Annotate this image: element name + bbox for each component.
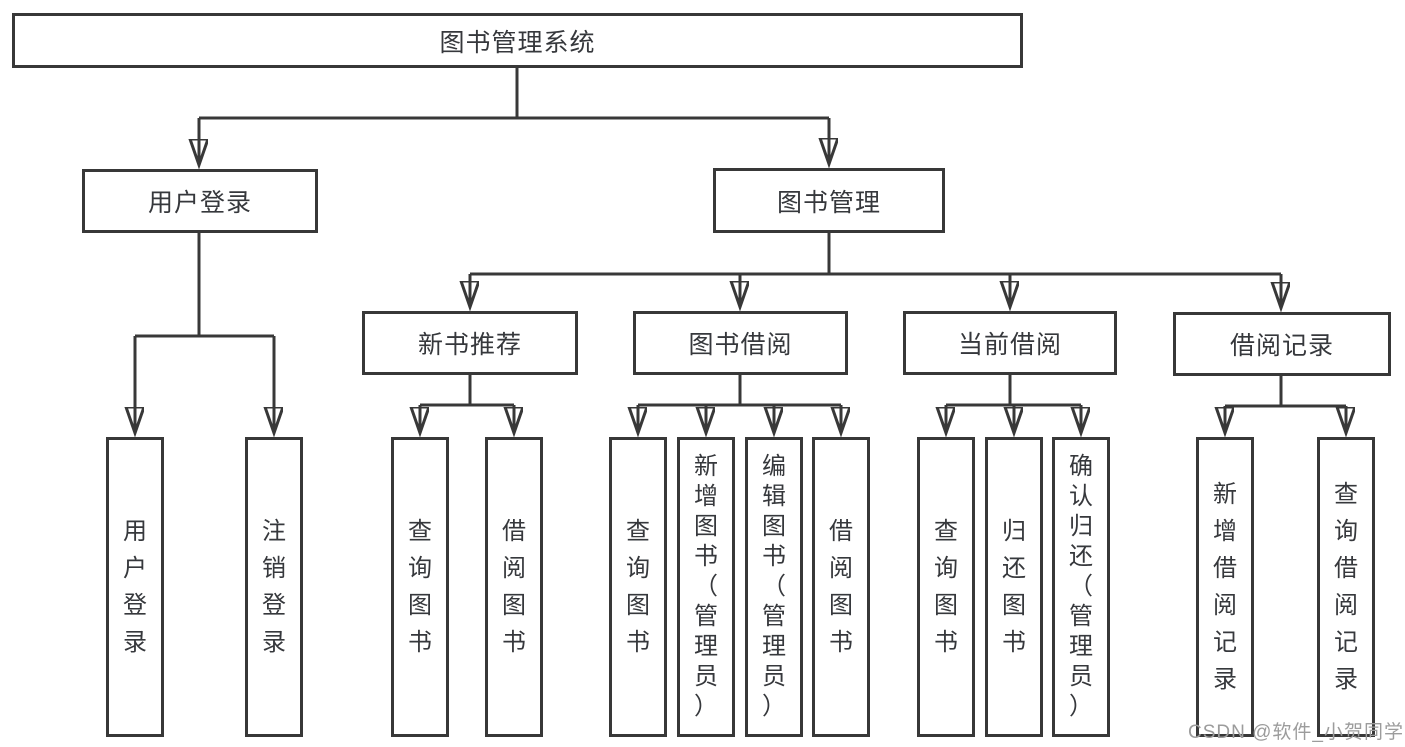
leaf-borrow-edit-books-admin: 编 辑 图 书 （ 管 理 员 ） [745, 437, 803, 737]
csdn-watermark: CSDN @软件_小贺同学 [1188, 722, 1404, 743]
node-book-management: 图书管理 [713, 168, 945, 233]
node-root-label: 图书管理系统 [439, 28, 596, 57]
node-user-login: 用户登录 [82, 169, 318, 233]
leaf-borrow-add-books-admin-label: 新 增 图 书 （ 管 理 员 ） [694, 453, 718, 720]
node-current-borrow-label: 当前借阅 [957, 331, 1062, 359]
leaf-logout: 注 销 登 录 [245, 437, 303, 737]
leaf-newrec-borrow-books: 借 阅 图 书 [485, 437, 543, 737]
node-root: 图书管理系统 [12, 13, 1023, 68]
node-book-management-label: 图书管理 [776, 188, 881, 217]
leaf-newrec-query-books: 查 询 图 书 [391, 437, 449, 737]
leaf-current-query-books-label: 查 询 图 书 [934, 518, 958, 656]
leaf-borrow-add-books-admin: 新 增 图 书 （ 管 理 员 ） [677, 437, 735, 737]
leaf-records-query-record: 查 询 借 阅 记 录 [1317, 437, 1375, 737]
node-borrow-records-label: 借阅记录 [1229, 332, 1334, 360]
node-book-borrow: 图书借阅 [633, 311, 848, 375]
node-new-book-recommend-label: 新书推荐 [417, 331, 522, 359]
leaf-records-add-record-label: 新 增 借 阅 记 录 [1213, 481, 1237, 693]
leaf-current-return-books: 归 还 图 书 [985, 437, 1043, 737]
leaf-user-login: 用 户 登 录 [106, 437, 164, 737]
leaf-current-query-books: 查 询 图 书 [917, 437, 975, 737]
leaf-borrow-query-books-label: 查 询 图 书 [626, 518, 650, 656]
leaf-records-add-record: 新 增 借 阅 记 录 [1196, 437, 1254, 737]
leaf-newrec-borrow-books-label: 借 阅 图 书 [502, 518, 526, 656]
node-user-login-label: 用户登录 [147, 189, 252, 217]
leaf-borrow-borrow-books: 借 阅 图 书 [812, 437, 870, 737]
node-borrow-records: 借阅记录 [1173, 312, 1391, 376]
leaf-current-return-books-label: 归 还 图 书 [1002, 518, 1026, 656]
leaf-borrow-borrow-books-label: 借 阅 图 书 [829, 518, 853, 656]
leaf-current-confirm-return-admin-label: 确 认 归 还 （ 管 理 员 ） [1069, 453, 1093, 720]
node-book-borrow-label: 图书借阅 [688, 331, 793, 359]
leaf-logout-label: 注 销 登 录 [262, 518, 286, 656]
leaf-user-login-label: 用 户 登 录 [123, 518, 147, 656]
leaf-current-confirm-return-admin: 确 认 归 还 （ 管 理 员 ） [1052, 437, 1110, 737]
leaf-borrow-query-books: 查 询 图 书 [609, 437, 667, 737]
leaf-records-query-record-label: 查 询 借 阅 记 录 [1334, 481, 1358, 693]
node-new-book-recommend: 新书推荐 [362, 311, 578, 375]
leaf-newrec-query-books-label: 查 询 图 书 [408, 518, 432, 656]
leaf-borrow-edit-books-admin-label: 编 辑 图 书 （ 管 理 员 ） [762, 453, 786, 720]
node-current-borrow: 当前借阅 [903, 311, 1117, 375]
